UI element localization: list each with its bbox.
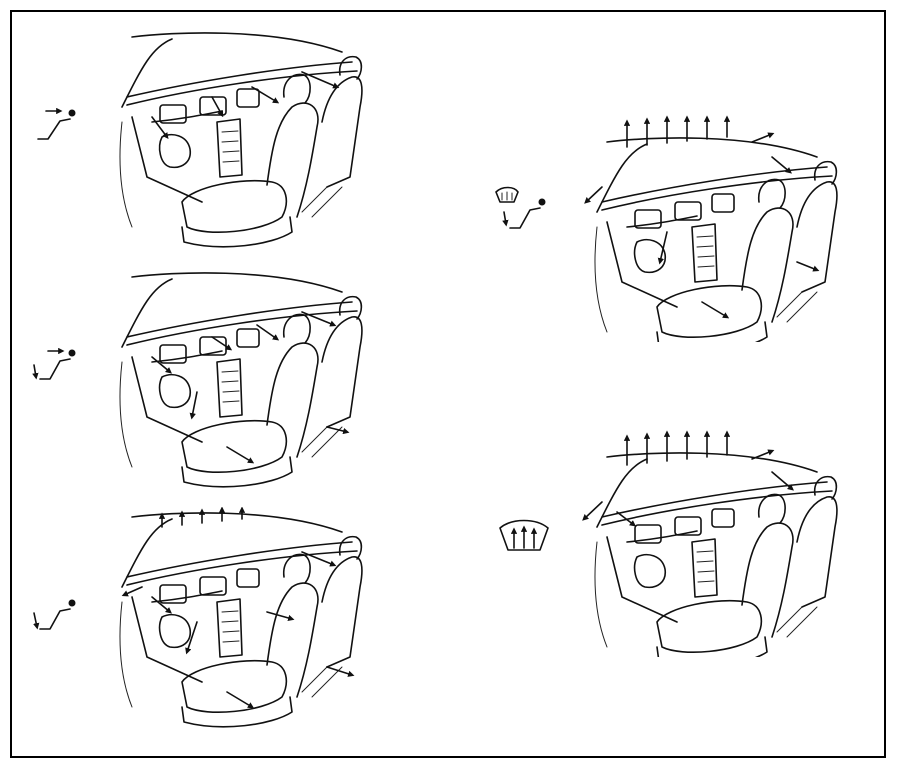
- face-vent-icon: [26, 97, 86, 157]
- diagram-floor-mode: [112, 507, 372, 742]
- figure-frame: [10, 10, 886, 758]
- diagram-defrost-mode: [572, 427, 862, 657]
- floor-defrost-vent-icon: [492, 182, 552, 242]
- diagram-bi-level-mode: [112, 267, 372, 497]
- diagram-face-mode: [112, 27, 372, 257]
- floor-vent-icon: [26, 587, 86, 647]
- diagram-floor-defrost-mode: [572, 112, 862, 342]
- windshield-defrost-icon: [496, 512, 556, 572]
- bi-level-vent-icon: [26, 337, 86, 397]
